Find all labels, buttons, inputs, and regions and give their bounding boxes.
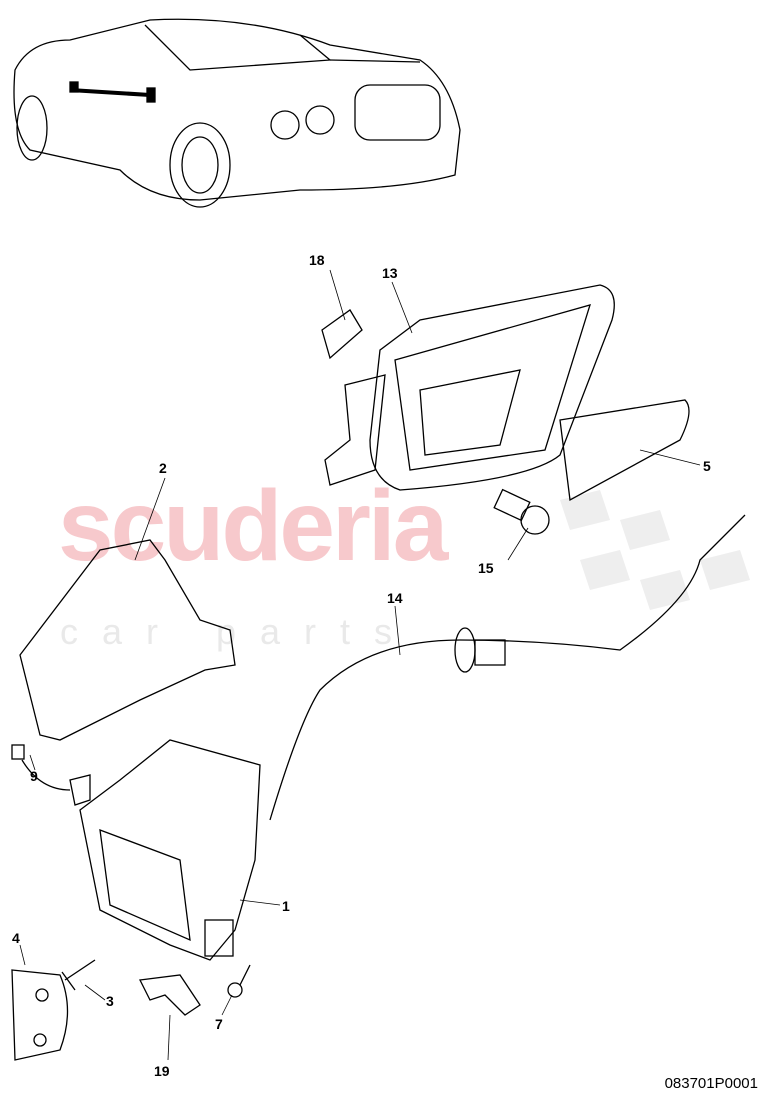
callout-5: 5 xyxy=(703,458,711,474)
callout-15: 15 xyxy=(478,560,494,576)
screw-7 xyxy=(227,964,251,998)
clip-19 xyxy=(139,974,201,1016)
callout-2: 2 xyxy=(159,460,167,476)
callout-14: 14 xyxy=(387,590,403,606)
inner-handle-13 xyxy=(324,284,615,491)
door-lock-1 xyxy=(79,739,261,961)
callout-1: 1 xyxy=(282,898,290,914)
diagram-code: 083701P0001 xyxy=(664,1075,758,1092)
cap-18 xyxy=(321,309,363,360)
callout-3: 3 xyxy=(106,993,114,1009)
shield-2 xyxy=(19,539,236,741)
connector-9 xyxy=(11,744,91,806)
callout-7: 7 xyxy=(215,1016,223,1032)
trim-5 xyxy=(559,399,690,502)
watermark-brand: scuderia xyxy=(58,470,448,582)
callout-13: 13 xyxy=(382,265,398,281)
callout-9: 9 xyxy=(30,768,38,784)
checker-watermark xyxy=(560,490,750,610)
car-illustration xyxy=(13,18,461,208)
grommet xyxy=(454,627,506,673)
callout-4: 4 xyxy=(12,930,20,946)
cover-plate-4 xyxy=(11,969,69,1061)
screw-15 xyxy=(493,488,550,535)
cable-14 xyxy=(269,514,746,821)
bolt-3 xyxy=(61,959,96,991)
callout-18: 18 xyxy=(309,252,325,268)
callout-19: 19 xyxy=(154,1063,170,1079)
watermark-sub: car parts xyxy=(60,611,417,652)
leader-lines xyxy=(19,269,701,1061)
